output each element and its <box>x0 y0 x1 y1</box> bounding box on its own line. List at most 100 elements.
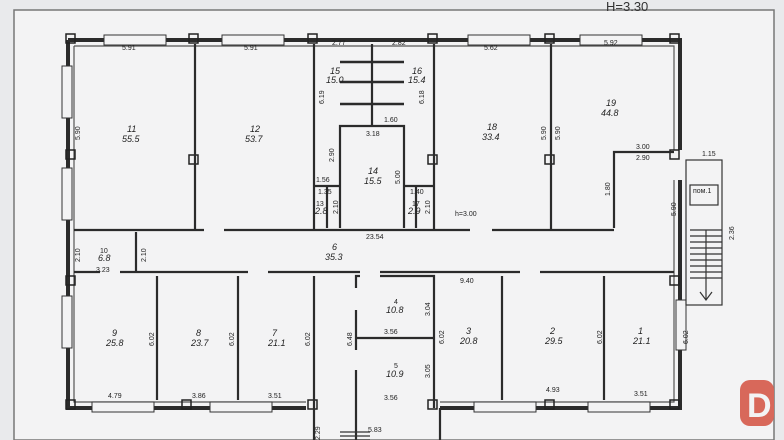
svg-text:2.10: 2.10 <box>75 248 82 262</box>
svg-text:5.62: 5.62 <box>484 45 498 52</box>
interior-walls <box>74 44 674 440</box>
svg-text:9.40: 9.40 <box>460 278 474 285</box>
svg-text:3.56: 3.56 <box>384 395 398 402</box>
room-8: 8 23.7 3.86 6.02 <box>190 328 236 400</box>
svg-text:6.02: 6.02 <box>149 332 156 346</box>
svg-text:29.5: 29.5 <box>544 336 564 346</box>
svg-text:1.40: 1.40 <box>410 189 424 196</box>
svg-text:9: 9 <box>112 328 117 338</box>
svg-text:1: 1 <box>638 326 643 336</box>
svg-text:23.7: 23.7 <box>190 338 210 348</box>
svg-text:4.93: 4.93 <box>546 387 560 394</box>
svg-text:2.82: 2.82 <box>392 40 406 47</box>
svg-text:6.48: 6.48 <box>347 332 354 346</box>
svg-text:3: 3 <box>466 326 471 336</box>
svg-text:2.77: 2.77 <box>332 40 346 47</box>
svg-text:3.05: 3.05 <box>425 364 432 378</box>
svg-text:12: 12 <box>250 124 260 134</box>
room-18: 18 33.4 5.62 5.90 <box>482 45 548 142</box>
svg-text:16: 16 <box>412 66 422 76</box>
svg-text:2.10: 2.10 <box>141 248 148 262</box>
svg-text:3.00: 3.00 <box>636 144 650 151</box>
svg-text:6.19: 6.19 <box>319 90 326 104</box>
stair-label: пом.1 <box>693 188 711 195</box>
svg-text:6.02: 6.02 <box>439 330 446 344</box>
svg-text:6.02: 6.02 <box>597 330 604 344</box>
svg-text:2.90: 2.90 <box>329 148 336 162</box>
toilet-stalls <box>340 60 404 106</box>
svg-text:6.8: 6.8 <box>98 253 111 263</box>
watermark-badge <box>740 380 774 426</box>
watermark-letter: D <box>747 387 772 425</box>
svg-text:33.4: 33.4 <box>482 132 500 142</box>
svg-text:6: 6 <box>332 242 337 252</box>
svg-text:8: 8 <box>196 328 201 338</box>
room-15: 15 15.0 2.77 6.19 <box>319 40 346 104</box>
svg-text:3.86: 3.86 <box>192 393 206 400</box>
svg-text:11: 11 <box>127 124 136 134</box>
svg-text:15.0: 15.0 <box>326 75 344 85</box>
svg-text:55.5: 55.5 <box>122 134 141 144</box>
svg-text:5.91: 5.91 <box>122 45 136 52</box>
sheet-frame <box>13 9 775 440</box>
door-gaps <box>100 228 540 370</box>
room-labels: 11 55.5 5.91 5.90 12 53.7 5.91 15 15.0 2… <box>75 40 690 402</box>
room-1: 1 21.1 3.51 6.02 <box>632 326 690 398</box>
svg-text:1.56: 1.56 <box>316 177 330 184</box>
svg-text:2: 2 <box>549 326 555 336</box>
svg-text:10.8: 10.8 <box>386 305 404 315</box>
svg-text:2.36: 2.36 <box>729 226 736 240</box>
room-3: 3 20.8 9.40 6.02 <box>439 278 478 346</box>
svg-text:1.80: 1.80 <box>605 182 612 196</box>
svg-text:1.15: 1.15 <box>702 151 716 158</box>
windows <box>61 34 687 413</box>
room-19: 19 44.8 5.92 5.90 3.00 2.90 <box>555 40 650 162</box>
room-5: 5 10.9 3.56 3.05 <box>384 363 432 402</box>
room-2: 2 29.5 4.93 6.02 <box>544 326 604 394</box>
svg-text:1.60: 1.60 <box>384 117 398 124</box>
svg-text:2.8: 2.8 <box>314 206 328 216</box>
svg-text:19: 19 <box>606 98 616 108</box>
room-13: 13 2.8 1.56 1.35 2.10 <box>314 177 340 216</box>
room-9: 9 25.8 4.79 6.02 <box>105 328 156 400</box>
watermark-logo: D <box>740 380 774 426</box>
room-17: 17 2.9 1.40 2.10 <box>407 189 432 216</box>
svg-text:2.10: 2.10 <box>425 200 432 214</box>
svg-text:21.1: 21.1 <box>267 338 286 348</box>
svg-text:3.18: 3.18 <box>366 131 380 138</box>
svg-text:13: 13 <box>316 201 324 208</box>
room-10: 10 6.8 3.23 2.10 <box>75 248 111 274</box>
svg-text:3.04: 3.04 <box>425 302 432 316</box>
svg-text:10: 10 <box>100 248 108 255</box>
room-7: 7 21.1 3.51 6.02 <box>267 328 312 400</box>
svg-text:7: 7 <box>272 328 278 338</box>
room-14: 14 15.5 3.18 2.90 5.00 <box>329 131 402 186</box>
svg-text:5.90: 5.90 <box>75 126 82 140</box>
svg-text:6.02: 6.02 <box>683 330 690 344</box>
svg-text:15.5: 15.5 <box>364 176 383 186</box>
svg-text:20.8: 20.8 <box>459 336 478 346</box>
svg-text:15.4: 15.4 <box>408 75 426 85</box>
svg-text:17: 17 <box>412 201 420 208</box>
svg-text:1.35: 1.35 <box>318 189 332 196</box>
svg-text:35.3: 35.3 <box>325 252 343 262</box>
svg-text:2.29: 2.29 <box>315 426 322 440</box>
svg-text:3.56: 3.56 <box>384 329 398 336</box>
svg-text:2.10: 2.10 <box>333 200 340 214</box>
room-11: 11 55.5 5.91 5.90 <box>75 45 141 144</box>
svg-text:10.9: 10.9 <box>386 369 404 379</box>
svg-text:53.7: 53.7 <box>245 134 264 144</box>
svg-text:5.00: 5.00 <box>395 170 402 184</box>
room-6: 6 35.3 23.54 2.10 <box>141 234 384 262</box>
room-4: 4 10.8 3.56 3.04 <box>384 299 432 336</box>
svg-text:2.9: 2.9 <box>407 206 421 216</box>
columns <box>65 33 680 410</box>
svg-text:5.91: 5.91 <box>244 45 258 52</box>
svg-text:18: 18 <box>487 122 497 132</box>
svg-text:15: 15 <box>330 66 341 76</box>
svg-text:5: 5 <box>394 363 398 370</box>
room-12: 12 53.7 5.91 <box>244 45 264 144</box>
staircase <box>685 159 723 306</box>
svg-text:6.02: 6.02 <box>229 332 236 346</box>
